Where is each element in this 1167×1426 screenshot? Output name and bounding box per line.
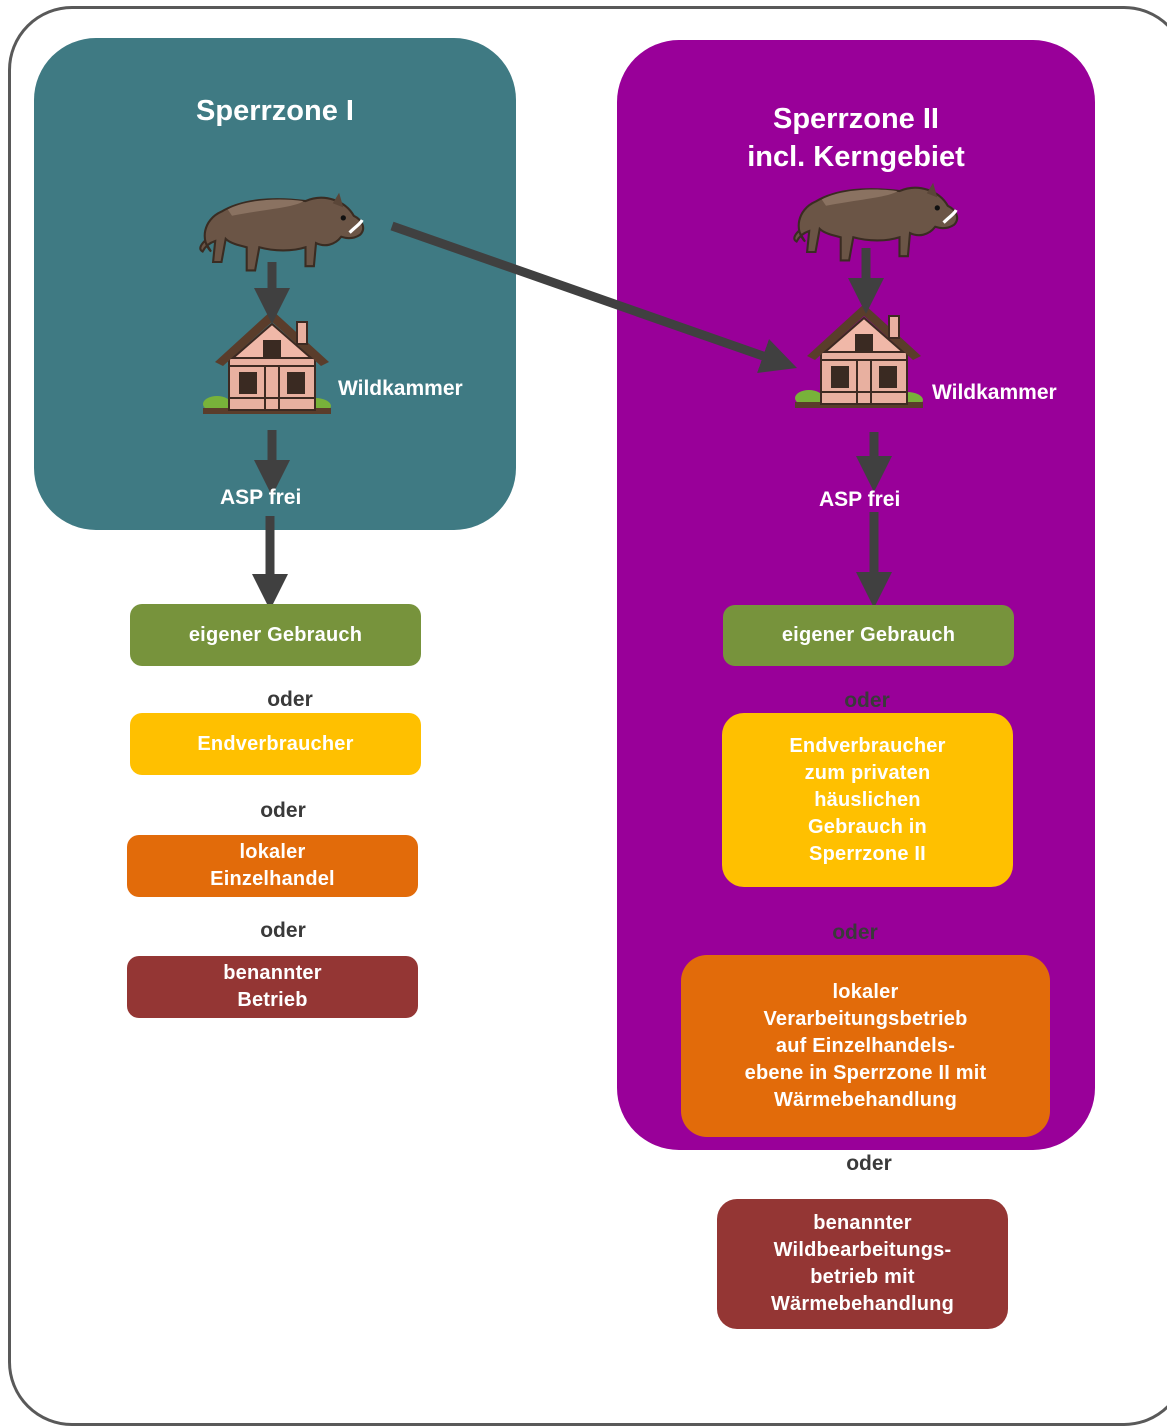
oder-label: oder (844, 689, 890, 712)
wild-boar-icon (792, 181, 959, 262)
option-endverbraucher-zone-1: Endverbraucher (130, 713, 421, 775)
sperrzone-1-title: Sperrzone I (196, 95, 354, 127)
oder-label: oder (832, 921, 878, 944)
option-verarbeitungsbetrieb-zone-2: lokaler Verarbeitungsbetrieb auf Einzelh… (681, 955, 1050, 1137)
oder-label: oder (267, 688, 313, 711)
sperrzone-2-title: Sperrzone II incl. Kerngebiet (747, 103, 965, 173)
option-label: benannter Betrieb (223, 962, 322, 1011)
option-label: Endverbraucher (197, 732, 354, 755)
wildkammer-label-zone-2: Wildkammer (932, 381, 1057, 404)
wildkammer-label-zone-1: Wildkammer (338, 377, 463, 400)
option-benannter-betrieb-zone-1: benannter Betrieb (127, 956, 418, 1018)
option-wildbearbeitungsbetrieb-zone-2: benannter Wildbearbeitungs- betrieb mit … (717, 1199, 1008, 1329)
option-label: lokaler Einzelhandel (210, 841, 335, 890)
option-label: Endverbraucher zum privaten häuslichen G… (789, 734, 946, 865)
option-einzelhandel-zone-1: lokaler Einzelhandel (127, 835, 418, 897)
house-icon (202, 309, 332, 415)
option-eigener-gebrauch-zone-1: eigener Gebrauch (130, 604, 421, 666)
asp-frei-label-zone-2: ASP frei (819, 488, 901, 511)
wild-boar-icon (198, 191, 365, 272)
option-label: eigener Gebrauch (188, 623, 363, 646)
house-icon (794, 303, 924, 409)
option-label: benannter Wildbearbeitungs- betrieb mit … (770, 1212, 954, 1315)
option-label: lokaler Verarbeitungsbetrieb auf Einzelh… (744, 980, 987, 1111)
asp-frei-label-zone-1: ASP frei (220, 486, 302, 509)
oder-label: oder (846, 1152, 892, 1175)
option-endverbraucher-zone-2: Endverbraucher zum privaten häuslichen G… (722, 713, 1013, 887)
option-label: eigener Gebrauch (781, 624, 956, 646)
arrow-icon (390, 221, 797, 374)
oder-label: oder (260, 799, 306, 822)
option-eigener-gebrauch-zone-2: eigener Gebrauch (723, 605, 1014, 666)
oder-label: oder (260, 919, 306, 942)
